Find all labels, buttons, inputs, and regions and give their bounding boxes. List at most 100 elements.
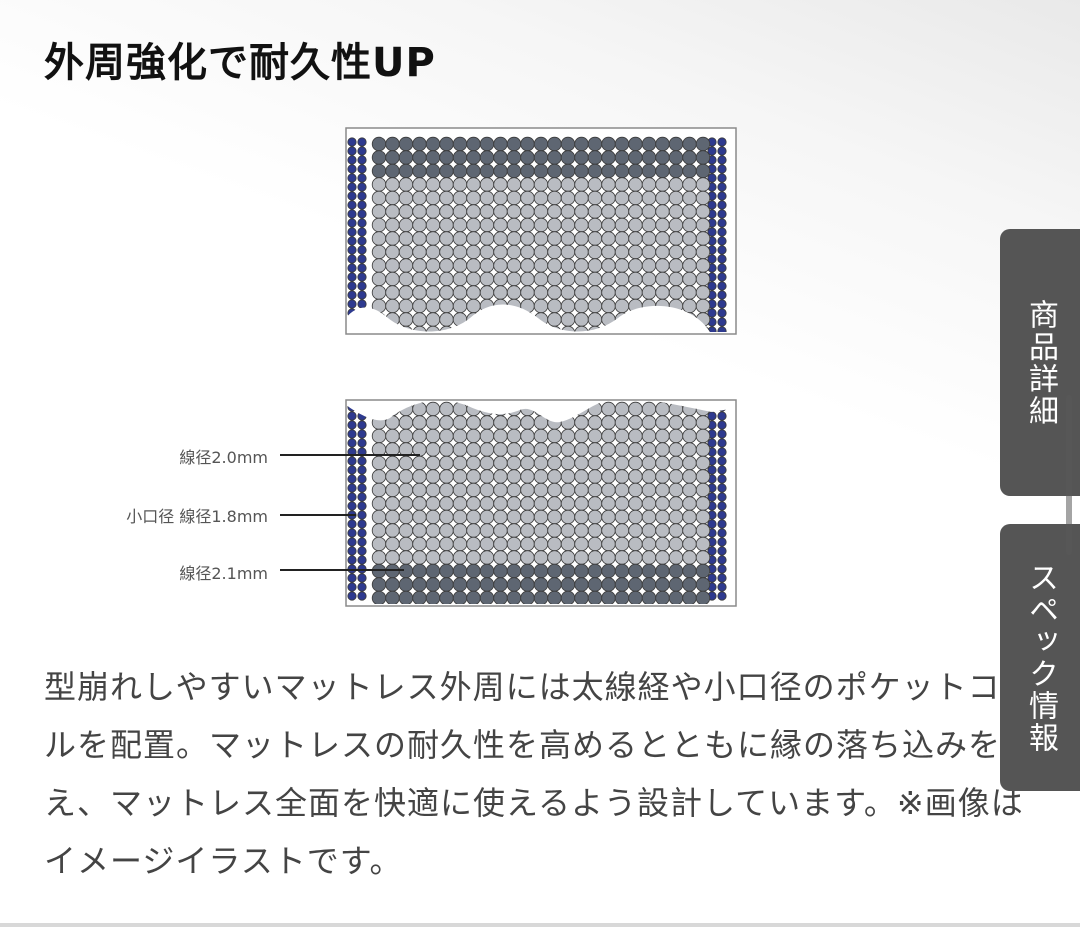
standard-coil [547,217,562,233]
standard-coil [682,258,697,273]
standard-coil [452,190,468,206]
standard-coil [412,455,427,471]
heavy-coil [371,577,387,592]
edge-coil [357,582,367,592]
standard-coil [560,258,576,273]
standard-coil [587,523,603,538]
standard-coil [412,325,427,332]
heavy-coil [506,577,522,592]
standard-coil [398,482,414,498]
standard-coil [614,523,630,538]
edge-coil [717,591,727,601]
standard-coil [695,496,711,511]
standard-coil [655,496,670,511]
edge-coil [717,411,727,421]
scrollbar-thumb[interactable] [1066,395,1072,555]
standard-coil [560,285,576,300]
standard-coil [601,523,616,538]
edge-coil [707,200,717,210]
standard-coil [439,523,454,538]
standard-coil [439,455,454,471]
edge-coil [357,173,367,183]
standard-coil [587,442,603,457]
heavy-coil [425,590,441,604]
edge-coil [357,420,367,430]
standard-coil [614,258,630,273]
standard-coil [398,258,414,273]
standard-coil [412,231,427,246]
standard-coil [493,231,508,246]
standard-coil [547,428,562,444]
heavy-coil [641,563,657,579]
standard-coil [533,442,549,457]
edge-coil [357,528,367,538]
edge-coil [347,420,357,430]
standard-coil [506,523,522,538]
standard-coil [479,190,495,206]
standard-coil [520,271,535,287]
standard-coil [385,298,400,314]
heavy-coil [506,136,522,152]
standard-coil [506,455,522,471]
standard-coil [466,244,481,260]
standard-coil [587,204,603,219]
standard-coil [452,442,468,457]
standard-coil [628,204,643,219]
tab-product-details[interactable]: 商品詳細 [1000,229,1080,496]
heavy-coil [547,163,562,179]
standard-coil [695,217,711,233]
standard-coil [398,244,414,260]
edge-coil [717,164,727,174]
standard-coil [628,285,643,300]
standard-coil [425,325,441,332]
heavy-coil [560,136,576,152]
standard-coil [466,231,481,246]
edge-coil [347,254,357,264]
edge-coil [717,438,727,448]
standard-coil [520,285,535,300]
standard-coil [506,258,522,273]
heavy-coil [695,563,711,579]
standard-coil [547,442,562,457]
standard-coil [452,536,468,552]
standard-coil [628,177,643,192]
standard-coil [641,285,657,300]
standard-coil [628,231,643,246]
edge-coil [717,299,727,309]
standard-coil [398,312,414,327]
edge-coil [347,429,357,439]
standard-coil [641,177,657,192]
tab-spec-info[interactable]: スペック情報 [1000,524,1080,791]
heavy-coil [574,590,589,604]
edge-coil [717,546,727,556]
standard-coil [668,415,684,430]
standard-coil [547,312,562,327]
heavy-coil [655,150,670,165]
edge-coil [717,146,727,156]
standard-coil [493,455,508,471]
standard-coil [547,190,562,206]
standard-coil [628,415,643,430]
edge-coil [347,591,357,601]
standard-coil [479,509,495,525]
standard-coil [560,536,576,552]
heavy-coil [547,136,562,152]
standard-coil [452,469,468,484]
standard-coil [466,496,481,511]
edge-coil [717,326,727,332]
standard-coil [479,244,495,260]
standard-coil [425,258,441,273]
heavy-coil [452,136,468,152]
standard-coil [682,509,697,525]
standard-coil [398,469,414,484]
standard-coil [479,496,495,511]
standard-coil [371,509,387,525]
standard-coil [560,244,576,260]
standard-coil [506,442,522,457]
standard-coil [479,415,495,430]
standard-coil [655,244,670,260]
standard-coil [601,550,616,565]
heavy-coil [587,163,603,179]
standard-coil [695,231,711,246]
bottom-mattress-section [345,399,737,607]
